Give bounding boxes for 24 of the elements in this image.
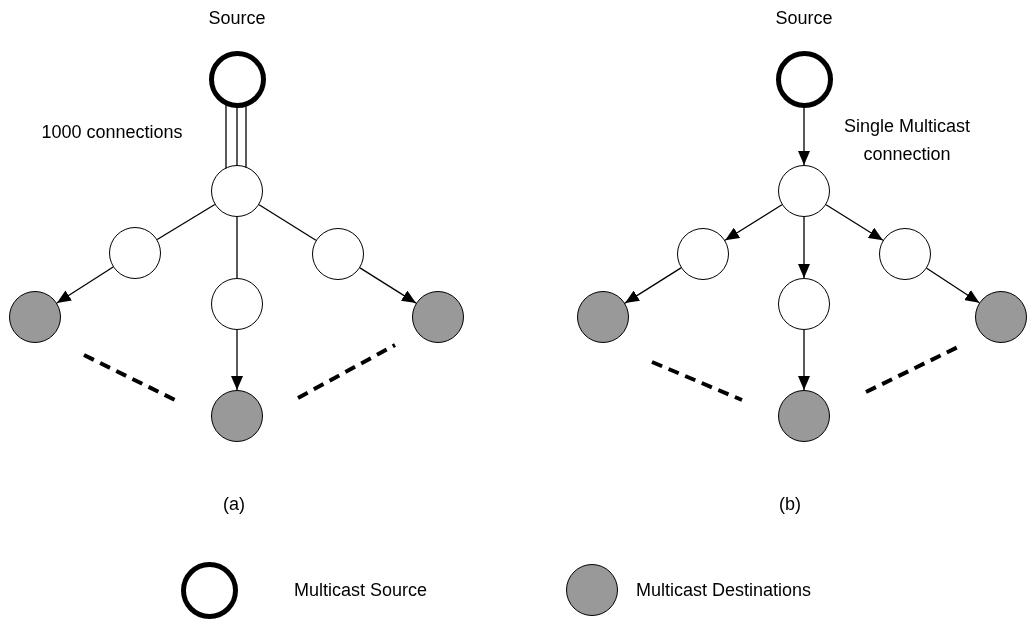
annotation-text: 1000 connections [40, 121, 184, 144]
panel-label: (a) [222, 493, 246, 516]
panel-label: (b) [778, 493, 802, 516]
arrow [56, 266, 114, 304]
destination-circle [412, 291, 464, 343]
edge-label: Single Multicast connection [842, 115, 972, 166]
node-label: Source [775, 7, 833, 28]
arrow [798, 216, 810, 279]
legend-text: Multicast Destinations [636, 579, 812, 601]
destination-circle [211, 390, 263, 442]
arrow [359, 267, 417, 304]
arrow [926, 267, 980, 304]
destination-circle [778, 390, 830, 442]
destination-circle [9, 291, 61, 343]
arrow [798, 329, 810, 391]
arrow [724, 204, 783, 241]
arrow [825, 204, 884, 241]
arrow [798, 105, 810, 166]
arrow [624, 267, 682, 304]
legend-text: Multicast Source [294, 579, 428, 601]
node-label: Source [208, 7, 266, 28]
destination-circle [975, 291, 1027, 343]
arrow [231, 329, 243, 391]
destination-circle [577, 291, 629, 343]
